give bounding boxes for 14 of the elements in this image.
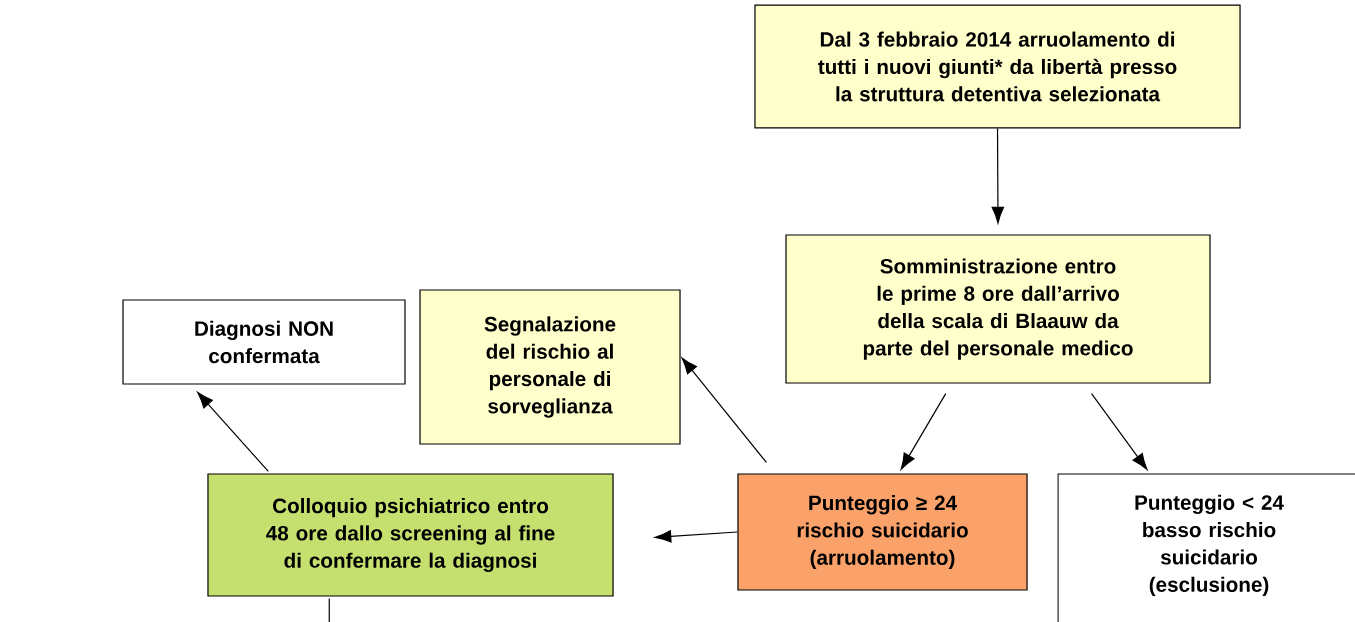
process-box: Colloquio psichiatrico entro 48 ore dallo screening al fine di confermare la diagnosi [207,473,614,597]
arrow [681,357,767,463]
arrow [1090,393,1148,470]
process-box: Segnalazione del rischio al personale di sorveglianza [419,289,681,445]
connector-line [328,598,330,622]
arrow [654,530,738,543]
arrow [991,127,1005,224]
process-box: Somministrazione entro le prime 8 ore dall’arrivo della scala di Blaauw da parte del personale medico [785,234,1211,384]
arrow [900,393,947,470]
process-box: Dal 3 febbraio 2014 arruolamento di tutti i nuovi giunti* da libertà presso la struttura detentiva selezionata [754,4,1241,129]
process-box: Punteggio ≥ 24 rischio suicidario (arruolamento) [737,473,1028,591]
process-box: Diagnosi NON confermata [122,299,406,385]
process-box: Punteggio < 24 basso rischio suicidario (esclusione) [1057,473,1355,622]
arrow [197,391,269,472]
